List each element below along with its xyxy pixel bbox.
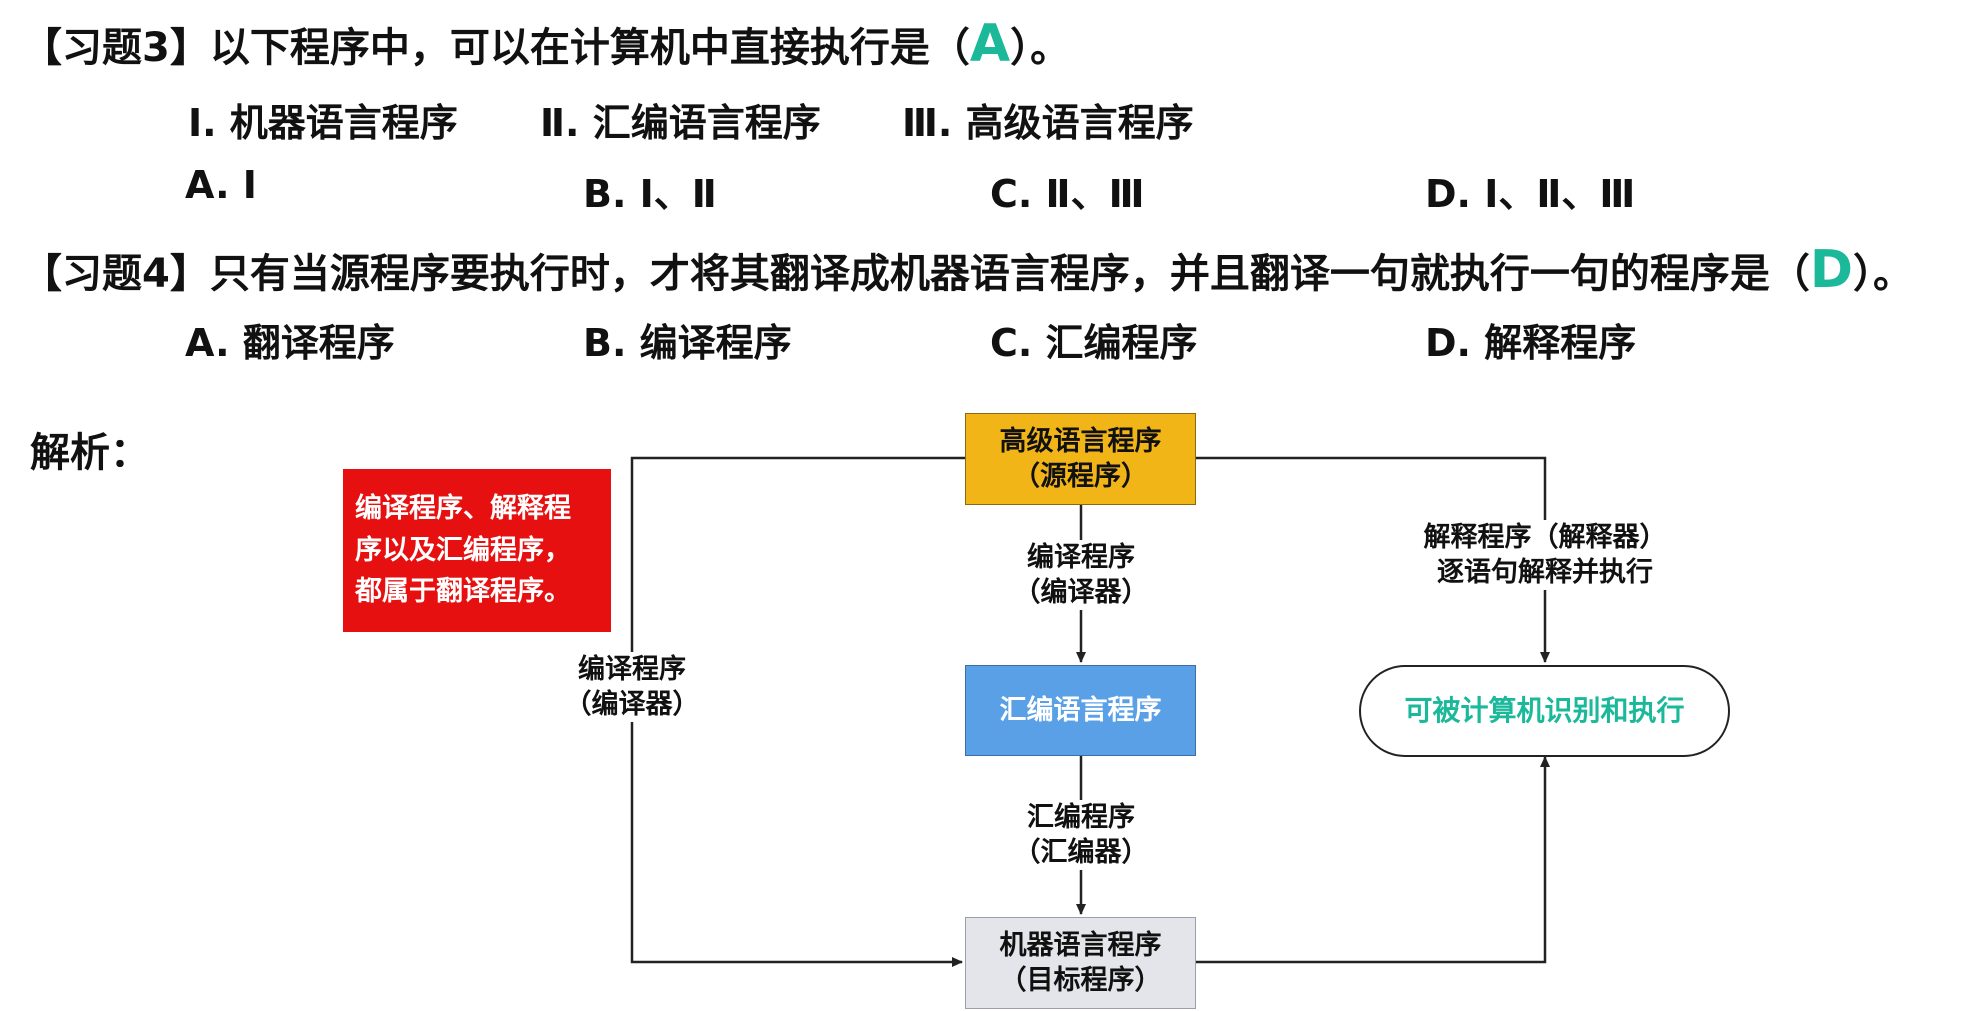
q3-item-2: Ⅱ. 汇编语言程序	[540, 101, 821, 145]
edge-label-compile-center-2: （编译器）	[1013, 577, 1149, 609]
edge-machine-to-executable	[1196, 756, 1550, 964]
edge-label-assemble-1: 汇编程序	[1027, 802, 1135, 833]
question-3-answer: A	[969, 14, 1011, 74]
q4-option-b: B. 编译程序	[583, 321, 792, 365]
edge-label-interpret: 解释程序（解释器） 逐语句解释并执行	[1400, 520, 1690, 591]
edge-label-compile-left-2: （编译器）	[564, 689, 700, 721]
edge-label-compile-left-1: 编译程序	[578, 654, 686, 685]
node-high-level-program: 高级语言程序 （源程序）	[965, 413, 1196, 505]
q3-option-c: C. Ⅱ、Ⅲ	[990, 172, 1145, 216]
question-3-title: 【习题3】以下程序中，可以在计算机中直接执行是（A）。	[22, 14, 1070, 74]
q3-option-a: A. Ⅰ	[185, 163, 257, 207]
edge-label-interpret-2: 逐语句解释并执行	[1437, 557, 1653, 589]
node-machine-subtitle: （目标程序）	[999, 965, 1162, 996]
note-box: 编译程序、解释程 序以及汇编程序， 都属于翻译程序。	[343, 469, 611, 632]
q4-option-a: A. 翻译程序	[185, 321, 395, 365]
edge-label-interpret-1: 解释程序（解释器）	[1423, 522, 1667, 553]
analysis-label: 解析：	[30, 430, 150, 476]
node-assembly-title: 汇编语言程序	[999, 694, 1162, 726]
edge-label-compile-left: 编译程序 （编译器）	[551, 652, 713, 723]
node-executable-label: 可被计算机识别和执行	[1404, 693, 1685, 727]
edge-label-compile-center: 编译程序 （编译器）	[1000, 540, 1162, 611]
q3-option-b: B. Ⅰ、Ⅱ	[583, 172, 717, 216]
note-line-2: 序以及汇编程序，	[355, 534, 571, 566]
q3-option-d: D. Ⅰ、Ⅱ、Ⅲ	[1425, 172, 1636, 216]
question-4-answer: D	[1809, 240, 1854, 300]
node-assembly-program: 汇编语言程序	[965, 665, 1196, 756]
edge-label-assemble-2: （汇编器）	[1013, 837, 1149, 869]
node-high-level-title: 高级语言程序	[999, 425, 1162, 457]
node-executable: 可被计算机识别和执行	[1359, 665, 1730, 757]
question-4-text: 【习题4】只有当源程序要执行时，才将其翻译成机器语言程序，并且翻译一句就执行一句…	[22, 251, 1810, 297]
note-line-3: 都属于翻译程序。	[355, 576, 571, 608]
question-4-suffix: ）。	[1853, 251, 1914, 297]
question-3-suffix: ）。	[1010, 25, 1071, 71]
node-machine-title: 机器语言程序	[999, 929, 1162, 961]
note-line-1: 编译程序、解释程	[355, 492, 571, 524]
q3-item-3: Ⅲ. 高级语言程序	[902, 101, 1194, 145]
question-3-text: 【习题3】以下程序中，可以在计算机中直接执行是（	[22, 25, 970, 71]
q4-option-c: C. 汇编程序	[990, 321, 1198, 365]
edge-label-compile-center-1: 编译程序	[1027, 542, 1135, 573]
node-machine-program: 机器语言程序 （目标程序）	[965, 917, 1196, 1009]
edge-high-to-executable	[1196, 456, 1550, 663]
q4-option-d: D. 解释程序	[1425, 321, 1637, 365]
q3-item-1: Ⅰ. 机器语言程序	[188, 101, 458, 145]
question-4-title: 【习题4】只有当源程序要执行时，才将其翻译成机器语言程序，并且翻译一句就执行一句…	[22, 240, 1913, 300]
edge-label-assemble: 汇编程序 （汇编器）	[1000, 800, 1162, 871]
node-high-level-subtitle: （源程序）	[1013, 461, 1148, 492]
